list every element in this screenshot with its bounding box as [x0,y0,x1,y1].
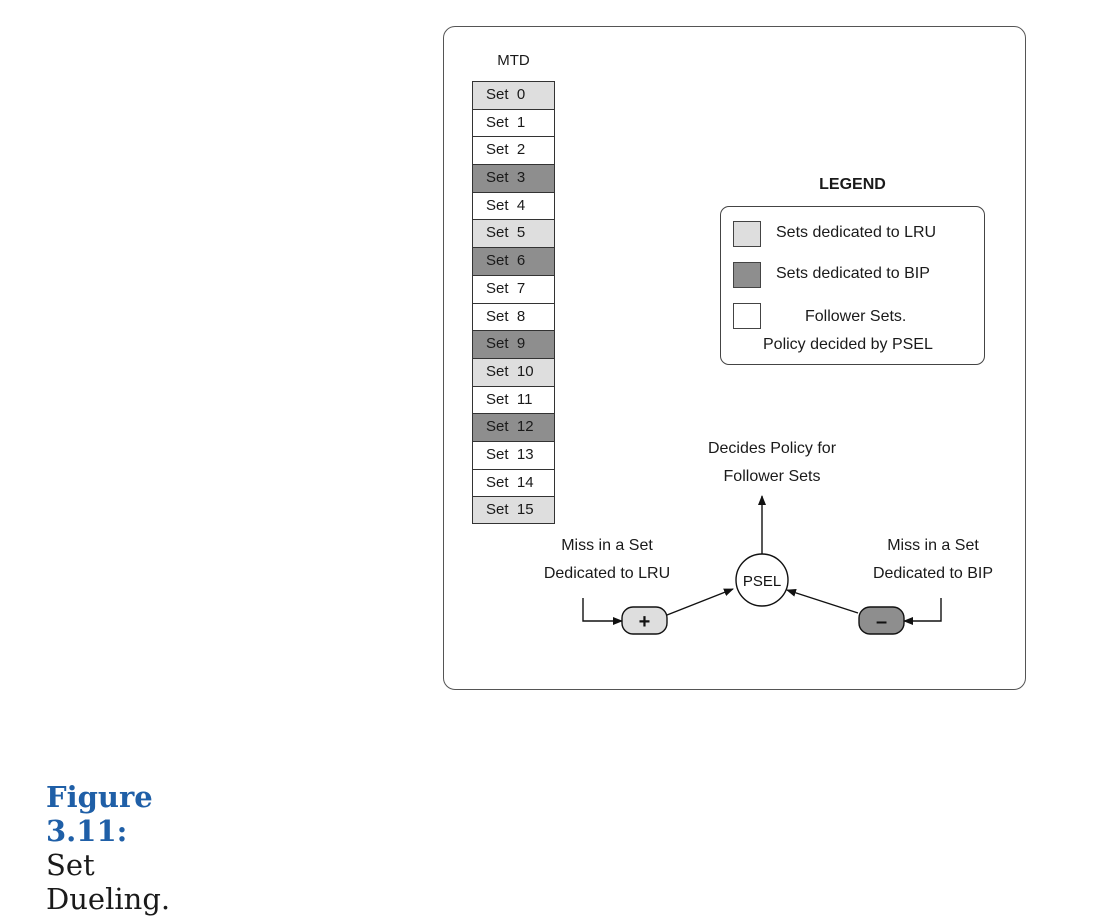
legend-box: Sets dedicated to LRU Sets dedicated to … [720,206,985,365]
mtd-set-6: Set 6 [472,247,555,275]
decides-policy-label: Decides Policy for Follower Sets [707,440,837,485]
legend-label-bip: Sets dedicated to BIP [776,265,930,282]
mtd-set-4: Set 4 [472,191,555,220]
minus-counter [858,606,905,635]
mtd-set-9: Set 9 [472,330,555,358]
mtd-set-12: Set 12 [472,413,555,441]
diagram-frame [443,26,1026,690]
lru-miss-label: Miss in a Set Dedicated to LRU [543,537,671,582]
figure-number: Figure 3.11: [46,780,153,848]
mtd-set-15: Set 15 [472,496,555,524]
minus-to-psel-arrow [786,588,859,614]
legend-label-follower-2: Policy decided by PSEL [763,336,933,353]
plus-to-psel-arrow [666,588,734,616]
mtd-set-1: Set 1 [472,108,555,137]
mtd-set-5: Set 5 [472,219,555,248]
plus-symbol: + [639,611,651,633]
psel-connectors: PSEL + – [582,495,942,635]
mtd-title: MTD [497,52,530,69]
mtd-set-0: Set 0 [472,81,555,109]
mtd-set-14: Set 14 [472,468,555,497]
legend-swatch-follower [733,303,761,329]
psel-label: PSEL [743,573,781,590]
minus-symbol: – [876,611,887,633]
lru-miss-arrow [582,598,623,625]
plus-counter [621,606,668,635]
mtd-set-3: Set 3 [472,164,555,192]
figure-caption-text: Set Dueling. [46,848,171,916]
legend-swatch-lru [733,221,761,247]
bip-miss-label: Miss in a Set Dedicated to BIP [872,537,994,582]
mtd-set-8: Set 8 [472,302,555,331]
bip-miss-arrow [903,598,942,625]
legend-label-lru: Sets dedicated to LRU [776,224,937,241]
mtd-set-7: Set 7 [472,274,555,303]
psel-node [735,553,789,607]
legend-label-follower-1: Follower Sets. [805,308,907,325]
figure-caption: Figure 3.11: Set Dueling. [46,780,170,916]
legend-swatch-bip [733,262,761,288]
mtd-set-13: Set 13 [472,440,555,469]
legend-title: LEGEND [819,176,886,193]
mtd-set-10: Set 10 [472,357,555,386]
mtd-set-2: Set 2 [472,136,555,165]
mtd-set-11: Set 11 [472,385,555,414]
